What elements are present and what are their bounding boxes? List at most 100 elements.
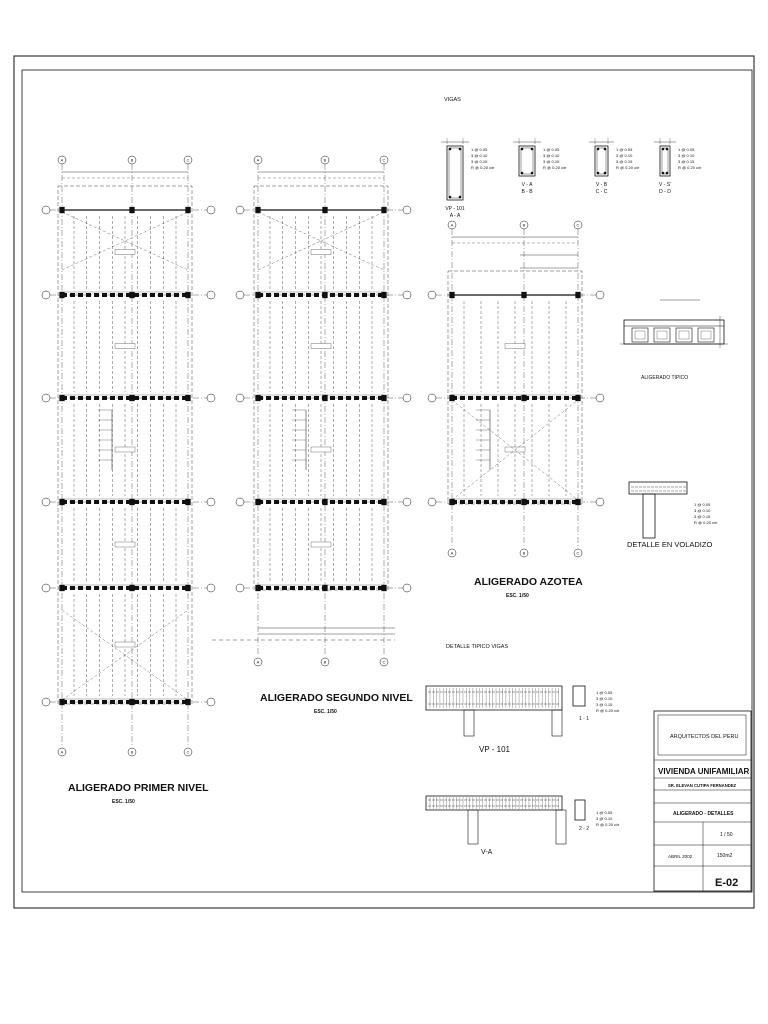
drawing-rect (463, 709, 475, 737)
drawing-rect (425, 795, 563, 811)
drawing-line (61, 211, 189, 271)
drawing-rect (449, 394, 455, 402)
beam1-stirrup-spec: 3 @ 0.15 (596, 702, 613, 707)
drawing-rect (129, 498, 135, 506)
axis-label: C (383, 660, 386, 665)
bay-label-box (114, 446, 136, 453)
rebar-dot (596, 171, 600, 175)
beam2-name: V-A (481, 849, 493, 856)
axis-bubble (427, 497, 437, 507)
beam2-stirrup-spec: 1 @ 0.05 (596, 810, 613, 815)
drawing-rect (381, 206, 387, 214)
drawing-rect (642, 493, 656, 539)
drawing-rect (322, 291, 328, 299)
axis-bubble (41, 583, 51, 593)
rebar-dot (458, 147, 462, 151)
stirrup-spec: 1 @ 0.05 (616, 147, 633, 152)
axis-bubble (235, 290, 245, 300)
drawing-rect (659, 145, 671, 177)
section-name: VP - 101 (445, 206, 465, 212)
axis-label: A (61, 158, 64, 163)
drawing-rect (521, 291, 527, 299)
axis-bubble (206, 290, 216, 300)
drawing-rect (322, 206, 328, 214)
drawing-line (257, 211, 385, 271)
axis-bubble (183, 747, 193, 757)
bay-label-box (114, 343, 136, 349)
axis-bubble (402, 393, 412, 403)
drawing-rect (520, 147, 534, 175)
axis-label: A (451, 551, 454, 556)
beam2-stirrup-spec: R @ 0.20 c/e (596, 822, 620, 827)
axis-bubble (320, 155, 330, 165)
axis-label: A (257, 660, 260, 665)
rebar-dot (603, 147, 607, 151)
drawing-rect (255, 394, 261, 402)
drawing-rect (449, 291, 455, 299)
axis-bubble (379, 155, 389, 165)
axis-bubble (519, 220, 529, 230)
bay-label-box (504, 446, 526, 453)
stirrup-spec: 3 @ 0.15 (543, 159, 560, 164)
axis-bubble (41, 393, 51, 403)
rebar-dot (661, 171, 665, 175)
voladizo-label: DETALLE EN VOLADIZO (627, 540, 712, 549)
axis-label: A (257, 158, 260, 163)
stirrup-spec: 1 @ 0.05 (543, 147, 560, 152)
axis-label: C (187, 158, 190, 163)
drawing-rect (255, 206, 261, 214)
drawing-rect (185, 584, 191, 592)
aligerado-tipico-detail (620, 299, 728, 348)
plan-primer-title: ALIGERADO PRIMER NIVEL (68, 782, 209, 794)
sheet-title: ALIGERADO - DETALLES (673, 811, 734, 817)
drawing-rect (185, 394, 191, 402)
bay-label-box (114, 641, 136, 648)
owner-name: SR. ELEVAN CUTIPA FERNANDEZ (668, 783, 737, 788)
drawing-rect (675, 327, 693, 343)
axis-label: A (61, 750, 64, 755)
bay-label-box (310, 541, 332, 548)
drawing-rect (572, 685, 586, 707)
beam2-stirrup-spec: 3 @ 0.10 (596, 816, 613, 821)
axis-bubble (402, 205, 412, 215)
bay-label-box (310, 249, 332, 255)
axis-label: B (131, 750, 134, 755)
drawing-rect (129, 584, 135, 592)
drawing-line (257, 211, 385, 271)
axis-bubble (57, 747, 67, 757)
stirrup-spec: 3 @ 0.10 (543, 153, 560, 158)
stirrup-spec: R @ 0.20 c/e (471, 165, 495, 170)
rebar-dot (520, 171, 524, 175)
plan-azotea-title: ALIGERADO AZOTEA (474, 576, 583, 588)
drawing-rect (381, 394, 387, 402)
drawing-line (61, 609, 189, 701)
stirrup-spec: 3 @ 0.10 (616, 153, 633, 158)
drawing-rect (381, 291, 387, 299)
axis-bubble (320, 657, 330, 667)
drawing-rect (551, 709, 563, 737)
detalle-vigas-title: DETALLE TIPICO VIGAS (446, 644, 508, 650)
drawing-rect (59, 698, 65, 706)
drawing-rect (129, 291, 135, 299)
section-name: V - B (596, 182, 608, 188)
drawing-rect (185, 698, 191, 706)
bay-label-box (114, 541, 136, 548)
stirrup-spec: 3 @ 0.15 (471, 159, 488, 164)
axis-bubble (41, 697, 51, 707)
axis-bubble (447, 220, 457, 230)
drawing-rect (467, 809, 479, 845)
drawing-rect (678, 330, 690, 340)
drawing-rect (57, 185, 193, 705)
drawing-rect (521, 498, 527, 506)
axis-bubble (253, 155, 263, 165)
axis-label: C (187, 750, 190, 755)
drawing-rect (255, 584, 261, 592)
beam1-stirrup-spec: R @ 0.20 c/e (596, 708, 620, 713)
axis-bubble (235, 393, 245, 403)
drawing-rect (425, 685, 563, 711)
drawing-rect (594, 145, 609, 177)
beam2-cut: 2 - 2 (579, 826, 589, 832)
stirrup-spec: 3 @ 0.10 (471, 153, 488, 158)
rebar-dot (665, 171, 669, 175)
